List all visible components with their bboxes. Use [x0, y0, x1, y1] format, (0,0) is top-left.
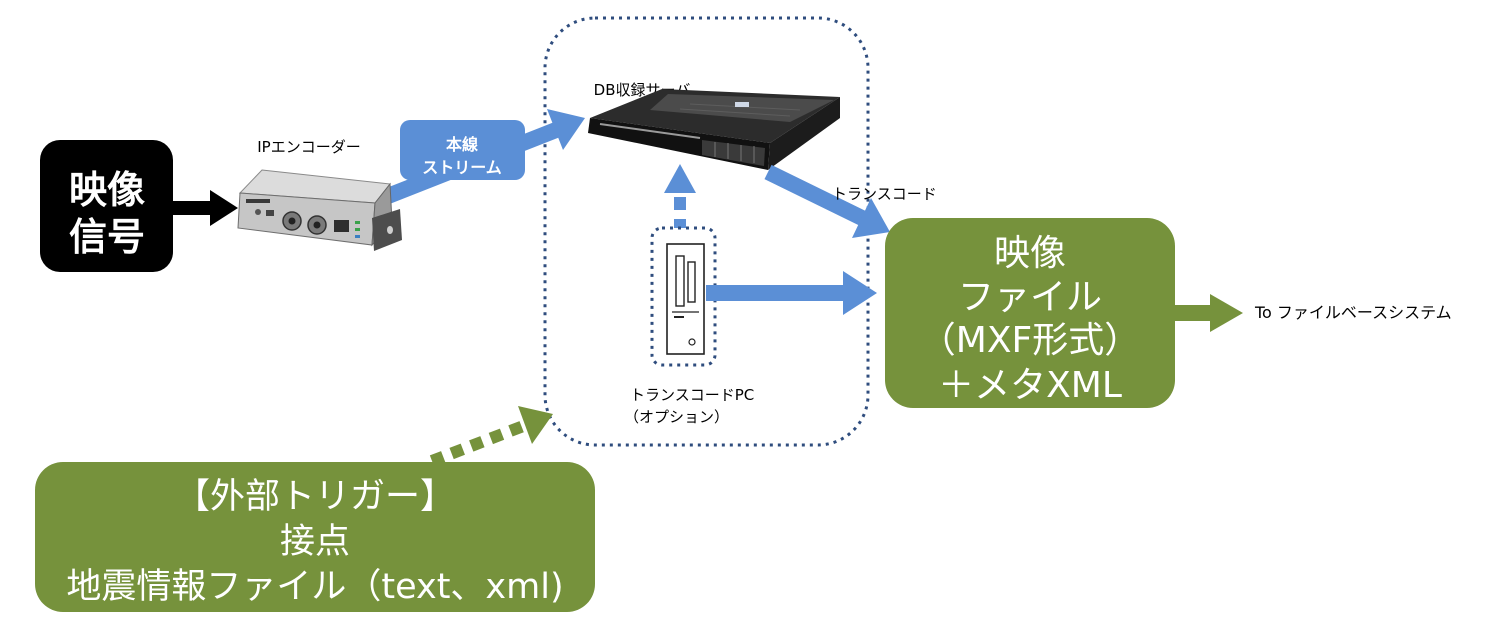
destination-label: To ファイルベースシステム [1254, 303, 1452, 322]
pc-to-file-arrow [706, 271, 877, 315]
trigger-to-group-arrow [429, 406, 553, 467]
main-stream-line-1: 本線 [446, 135, 478, 154]
video-file-box-bg [885, 218, 1175, 408]
tower-pc-icon [650, 226, 717, 367]
video-signal-box: 映像 信号 [40, 140, 173, 272]
video-file-line-2: ファイル [958, 277, 1102, 318]
video-signal-box-bg [40, 140, 173, 272]
external-trigger-box: 【外部トリガー】 接点 地震情報ファイル（text、xml) [35, 462, 595, 612]
video-file-box: 映像 ファイル （MXF形式） ＋メタXML [885, 218, 1175, 408]
video-file-line-3: （MXF形式） [920, 320, 1140, 361]
external-trigger-title: 【外部トリガー】 [175, 477, 455, 517]
ip-encoder-icon [237, 169, 402, 251]
pc-to-server-arrow [664, 164, 696, 232]
external-trigger-box-bg [35, 462, 595, 612]
video-signal-line-1: 映像 [69, 168, 145, 212]
external-trigger-earthquake-file: 地震情報ファイル（text、xml) [66, 567, 563, 607]
main-stream-label-box: 本線 ストリーム [400, 120, 525, 180]
video-file-line-4: ＋メタXML [938, 365, 1122, 406]
transcode-pc-option-label: （オプション） [624, 408, 729, 426]
transcode-label: トランスコード [832, 185, 937, 203]
server-to-file-arrow [764, 164, 890, 238]
main-stream-line-2: ストリーム [422, 158, 502, 177]
external-trigger-contact: 接点 [280, 522, 350, 562]
ip-encoder-label: IPエンコーダー [257, 138, 360, 156]
main-stream-box-bg [400, 120, 525, 180]
transcode-pc-label: トランスコードPC [630, 386, 754, 404]
file-to-destination-arrow [1175, 294, 1243, 332]
video-file-line-1: 映像 [994, 233, 1066, 274]
video-signal-line-2: 信号 [69, 215, 145, 259]
rack-server-icon [588, 89, 840, 170]
signal-to-encoder-arrow [173, 190, 238, 226]
